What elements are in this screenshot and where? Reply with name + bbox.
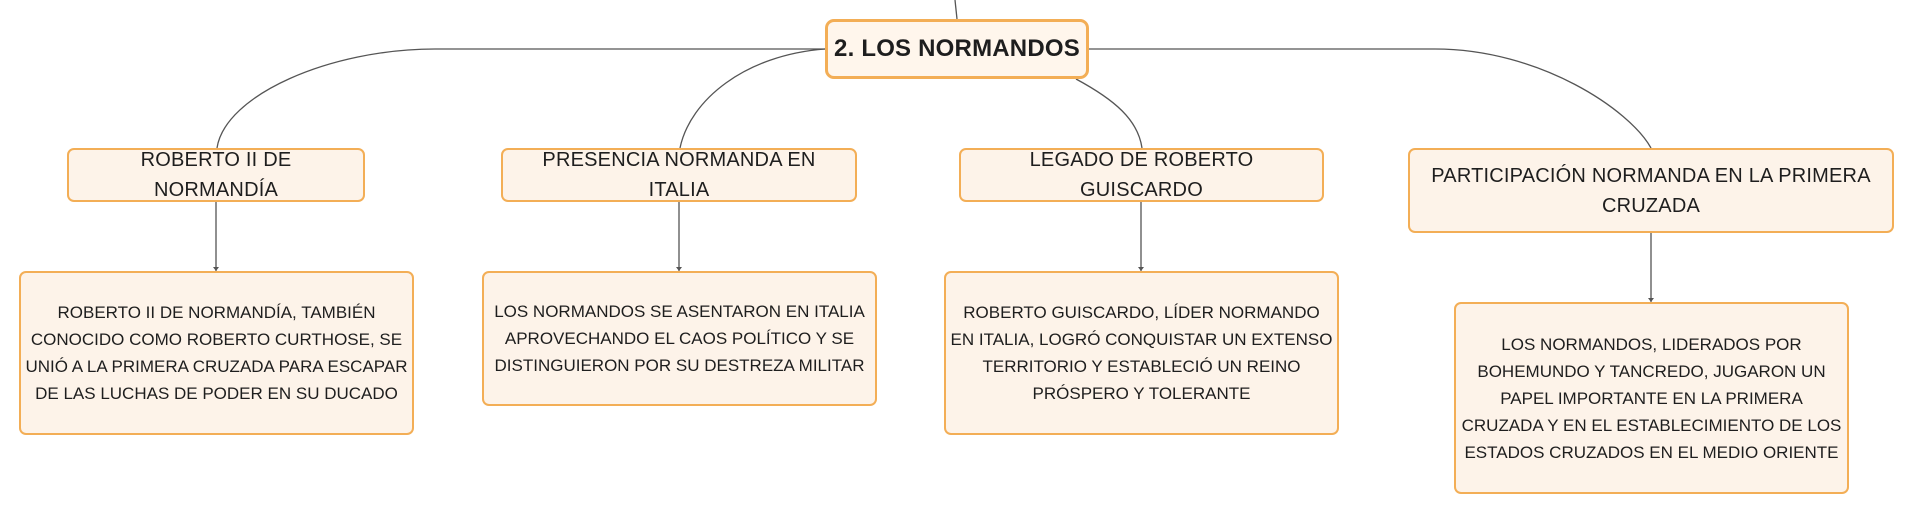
detail-text: ROBERTO II DE NORMANDÍA, TAMBIÉN CONOCID… <box>25 303 408 403</box>
topic-label: PARTICIPACIÓN NORMANDA EN LA PRIMERA CRU… <box>1431 164 1871 217</box>
detail-node-presencia-italia[interactable]: LOS NORMANDOS SE ASENTARON EN ITALIA APR… <box>482 271 877 406</box>
detail-text: LOS NORMANDOS, LIDERADOS POR BOHEMUNDO Y… <box>1461 334 1842 462</box>
arrowhead-detail-3 <box>1138 267 1144 271</box>
topic-node-presencia-italia[interactable]: PRESENCIA NORMANDA EN ITALIA <box>501 148 857 202</box>
topic-node-legado-guiscardo[interactable]: LEGADO DE ROBERTO GUISCARDO <box>959 148 1324 202</box>
detail-text: LOS NORMANDOS SE ASENTARON EN ITALIA APR… <box>494 302 865 375</box>
connector-parent-to-root <box>954 0 958 20</box>
detail-text: ROBERTO GUISCARDO, LÍDER NORMANDO EN ITA… <box>950 303 1333 403</box>
arrowhead-detail-4 <box>1648 298 1654 302</box>
root-node[interactable]: 2. LOS NORMANDOS <box>825 19 1089 79</box>
connector-root-to-topic-1 <box>216 48 825 149</box>
connector-root-to-topic-4 <box>1089 48 1652 149</box>
connector-root-to-topic-2 <box>679 48 826 149</box>
detail-node-primera-cruzada[interactable]: LOS NORMANDOS, LIDERADOS POR BOHEMUNDO Y… <box>1454 302 1849 494</box>
connector-root-to-topic-3 <box>1075 78 1143 149</box>
arrowhead-detail-1 <box>213 267 219 271</box>
topic-label: PRESENCIA NORMANDA EN ITALIA <box>542 149 816 201</box>
root-title: 2. LOS NORMANDOS <box>834 35 1080 62</box>
arrowhead-detail-2 <box>676 267 682 271</box>
topic-label: LEGADO DE ROBERTO GUISCARDO <box>1029 149 1254 201</box>
topic-node-primera-cruzada[interactable]: PARTICIPACIÓN NORMANDA EN LA PRIMERA CRU… <box>1408 148 1894 233</box>
detail-node-legado-guiscardo[interactable]: ROBERTO GUISCARDO, LÍDER NORMANDO EN ITA… <box>944 271 1339 435</box>
topic-label: ROBERTO II DE NORMANDÍA <box>140 149 292 201</box>
detail-node-roberto-ii[interactable]: ROBERTO II DE NORMANDÍA, TAMBIÉN CONOCID… <box>19 271 414 435</box>
topic-node-roberto-ii[interactable]: ROBERTO II DE NORMANDÍA <box>67 148 365 202</box>
